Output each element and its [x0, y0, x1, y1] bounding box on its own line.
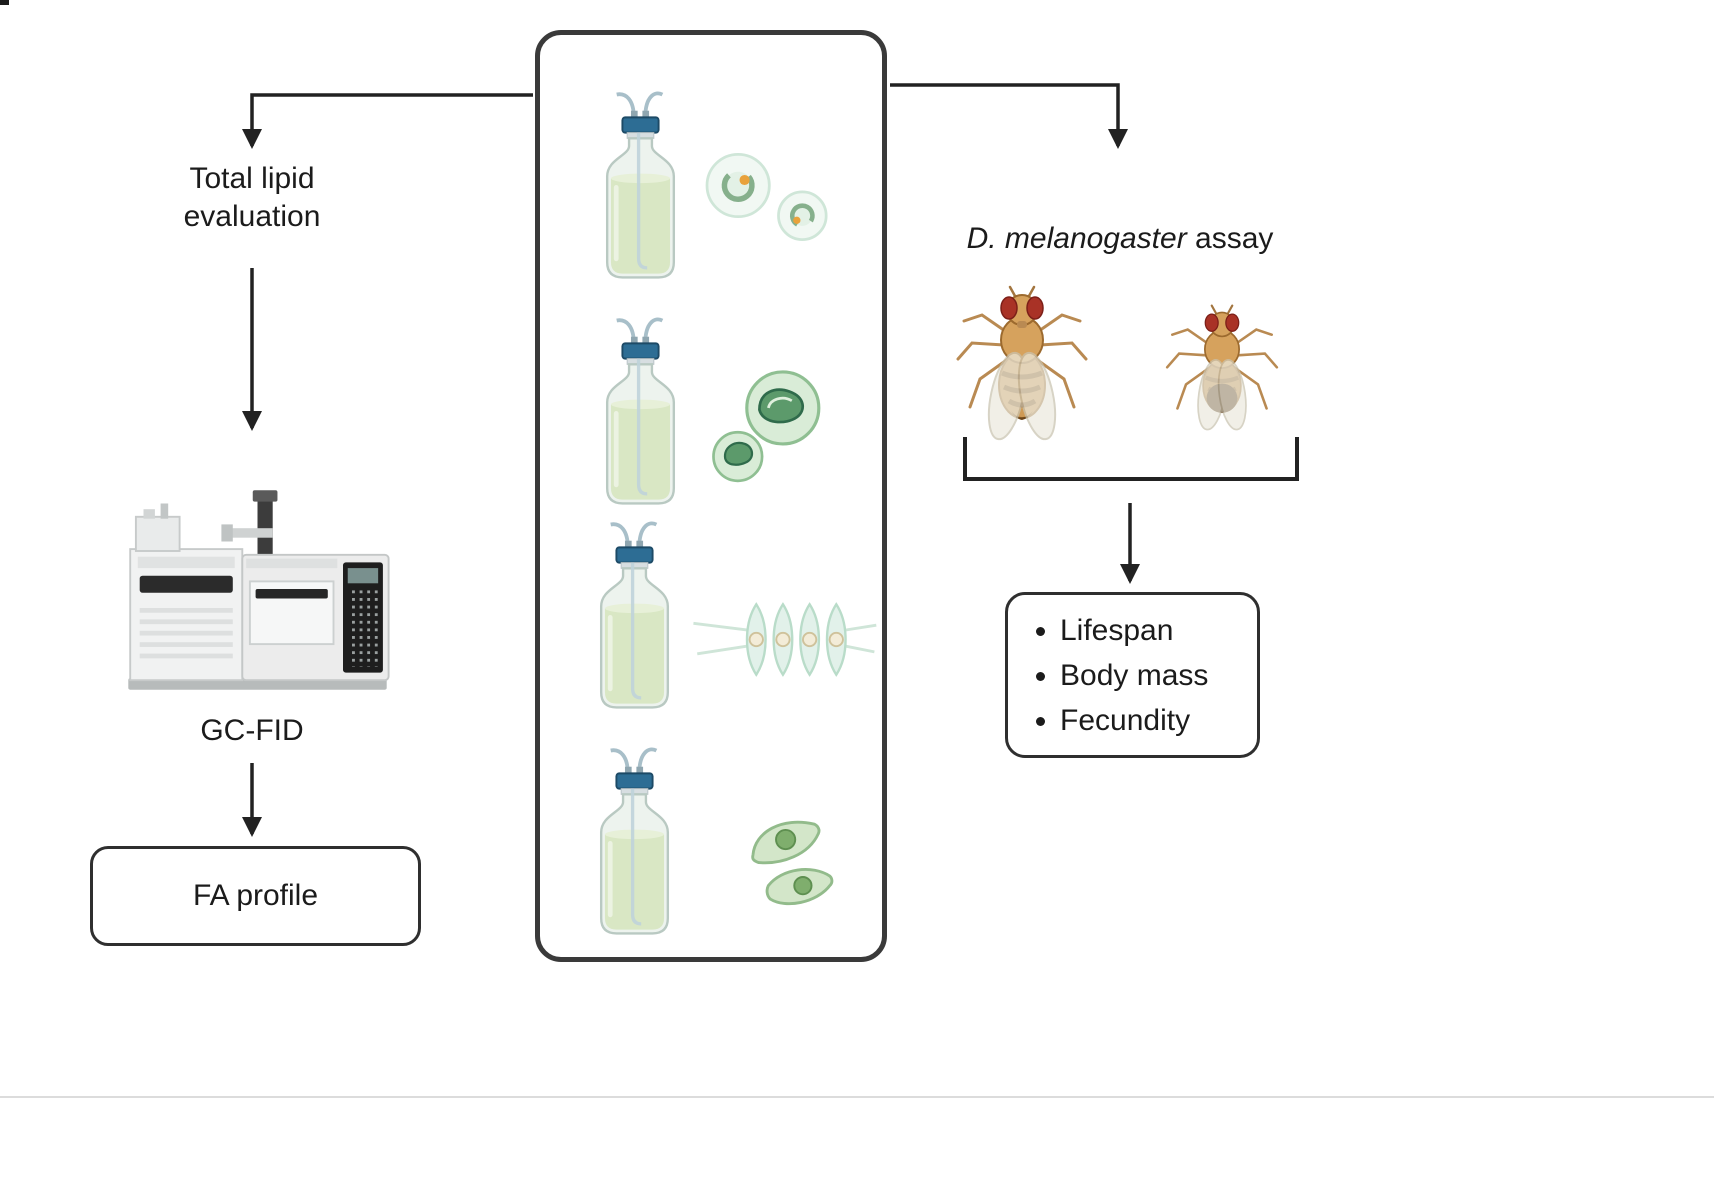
microalgae-round-cells-eyespot-icon — [690, 147, 845, 257]
culture-bottle-icon-1 — [588, 85, 693, 285]
fruit-fly-male-icon — [1162, 302, 1282, 448]
assay-suffix: assay — [1186, 222, 1274, 255]
total-lipid-evaluation-label: Total lipid evaluation — [183, 162, 321, 234]
culture-bottle-icon-3 — [582, 515, 687, 715]
fruit-fly-female-icon — [952, 283, 1092, 453]
fa-profile-box: FA profile — [90, 846, 421, 946]
microalgae-round-cell-chloroplast-icon — [700, 363, 835, 488]
gc-fid-label: GC-FID — [200, 714, 304, 747]
outcome-body-mass: Body mass — [1060, 656, 1208, 695]
arrow-to-lipid-evaluation — [242, 93, 533, 149]
fa-profile-label: FA profile — [192, 879, 319, 912]
melanogaster-assay-title: D. melanogaster assay — [948, 222, 1292, 256]
culture-bottle-icon-2 — [588, 311, 693, 511]
outcome-lifespan: Lifespan — [1060, 611, 1208, 650]
microalgae-crescent-cells-icon — [726, 805, 851, 925]
assay-outcomes-list: Lifespan Body mass Fecundity — [1008, 605, 1208, 746]
assay-outcomes-box: Lifespan Body mass Fecundity — [1005, 592, 1260, 758]
arrow-to-fly-assay — [890, 83, 1128, 149]
corner-mark — [0, 0, 9, 5]
footer-divider — [0, 1096, 1714, 1098]
microalgae-diatom-chain-icon — [682, 587, 882, 692]
gc-fid-instrument-icon — [115, 475, 400, 703]
assay-species-name: D. melanogaster — [966, 222, 1187, 255]
culture-panel — [535, 30, 887, 962]
outcome-fecundity: Fecundity — [1060, 701, 1208, 740]
culture-bottle-icon-4 — [582, 741, 687, 941]
